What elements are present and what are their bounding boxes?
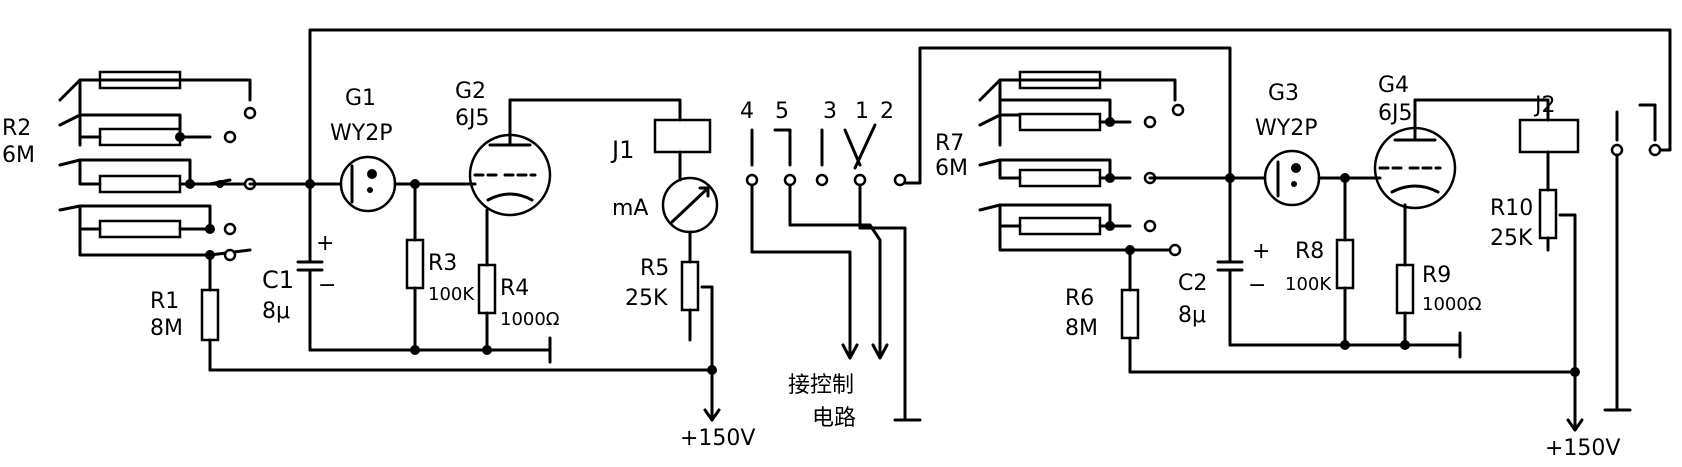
right-signal-path [1148,98,1550,210]
label-minus: − [318,273,336,298]
bank-resistor [98,127,182,147]
potentiometer-r10 [1538,188,1580,377]
label-r10: R10 [1490,196,1533,221]
bank-resistor [1018,112,1102,132]
label-r4-value: 1000Ω [500,309,560,330]
label-r9: R9 [1422,263,1451,288]
feedback-wiring [308,28,1672,185]
label-sw-4: 4 [740,99,754,124]
bank-resistor [1018,70,1102,90]
label-g2: G2 [455,79,486,104]
label-c2: C2 [1178,271,1207,296]
label-sw-1: 1 [855,99,869,124]
label-v1: +150V [680,426,755,451]
label-control-line2: 电路 [812,406,856,431]
label-g2-type: 6J5 [455,106,489,131]
capacitor-c1 [296,182,324,352]
label-sw-5: 5 [775,99,789,124]
capacitor-c2 [1216,176,1244,347]
tube-g3 [1263,149,1321,207]
bank-resistor [1018,168,1102,188]
resistor-r8 [1335,176,1355,350]
resistor-r6 [1120,248,1140,374]
label-r6-value: 8M [1065,316,1098,341]
label-r7-value: 6M [935,156,968,181]
label-r5-value: 25K [625,286,668,311]
label-j1: J1 [610,136,634,164]
control-output-wires [750,223,922,422]
label-g4-type: 6J5 [1378,101,1412,126]
relay-j2 [1518,118,1580,192]
label-g3-type: WY2P [1255,116,1317,141]
right-switch-contacts [1603,103,1662,412]
label-sw-2: 2 [880,99,894,124]
label-c1-value: 8μ [262,299,290,324]
label-sw-3: 3 [823,99,837,124]
label-v2: +150V [1545,436,1620,461]
resistor-r9 [1228,203,1462,359]
label-g4: G4 [1378,73,1409,98]
label-ma: mA [612,196,648,221]
label-r7: R7 [935,131,964,156]
label-r2-value: 6M [2,143,35,168]
label-plus: + [316,231,334,256]
bank-resistor [98,174,182,194]
label-r3-value: 100K [428,284,475,305]
resistor-r1 [200,253,220,372]
left-resistor-bank [58,70,257,262]
label-r5: R5 [640,256,669,281]
label-r3: R3 [428,251,457,276]
label-r1-value: 8M [150,316,183,341]
milliammeter [661,176,719,264]
label-c2-plus: + [1252,239,1270,264]
label-j2: J2 [1533,93,1556,118]
bank-resistor [98,219,182,239]
tube-g1 [339,155,397,213]
label-g3: G3 [1268,81,1299,106]
label-r8: R8 [1295,239,1324,264]
label-g1-type: WY2P [330,121,392,146]
label-c1: C1 [262,266,294,294]
label-c2-value: 8μ [1178,303,1206,328]
label-r4: R4 [500,276,529,301]
label-r8-value: 100K [1285,274,1332,295]
resistor-r3 [405,182,425,355]
label-r6: R6 [1065,286,1094,311]
label-r9-value: 1000Ω [1422,294,1482,315]
supply-line-left [208,368,721,422]
right-resistor-bank [978,70,1185,257]
label-c2-minus: − [1248,273,1266,298]
label-r1: R1 [150,289,179,314]
left-signal-path [248,98,682,217]
potentiometer-r5 [680,260,717,375]
switch-contacts [745,123,907,254]
label-r2: R2 [2,116,31,141]
label-r10-value: 25K [1490,226,1533,251]
label-g1: G1 [345,86,376,111]
supply-line-right [1128,370,1584,432]
label-control-line1: 接控制 [788,373,854,398]
labels: R2 6M R1 8M C1 8μ + − G1 WY2P G2 6J5 R3 … [2,73,1620,461]
bank-resistor [98,70,182,90]
bank-resistor [1018,216,1102,236]
resistor-r4 [308,208,552,364]
relay-j1 [653,118,712,182]
